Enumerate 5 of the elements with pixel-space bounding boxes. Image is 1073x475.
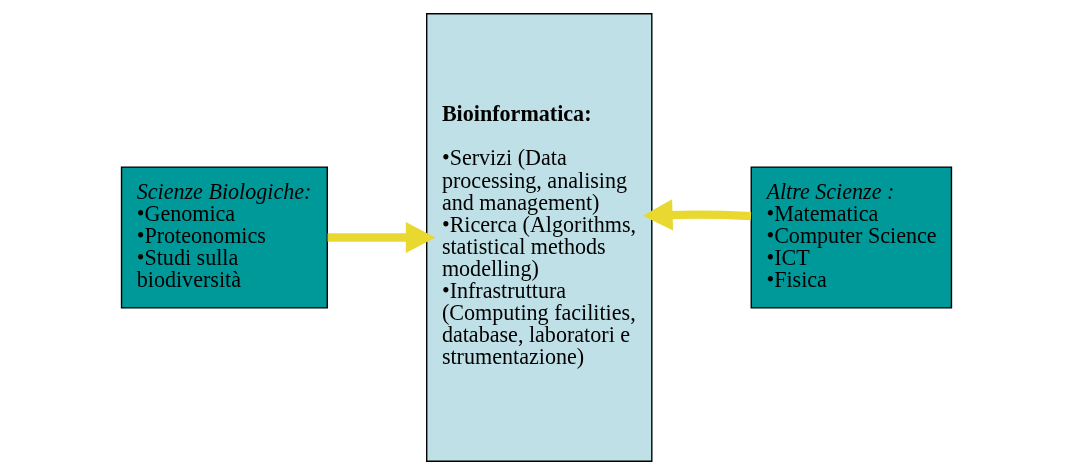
- node-box: Scienze Biologiche: •Genomica •Proteonomics •Studi sulla biodiversità: [120, 166, 328, 309]
- node-box: Bioinformatica: •Servizi (Data processing, analising and management) •Ricerca (Algorithms, statistical methods modelling) •Infrastruttura (Computing facilities, database, laboratori e strumentazione): [426, 13, 653, 462]
- node-box: Altre Scienze : •Matematica •Computer Science •ICT •Fisica: [750, 166, 953, 309]
- arrow: [642, 199, 752, 231]
- arrow: [327, 221, 436, 254]
